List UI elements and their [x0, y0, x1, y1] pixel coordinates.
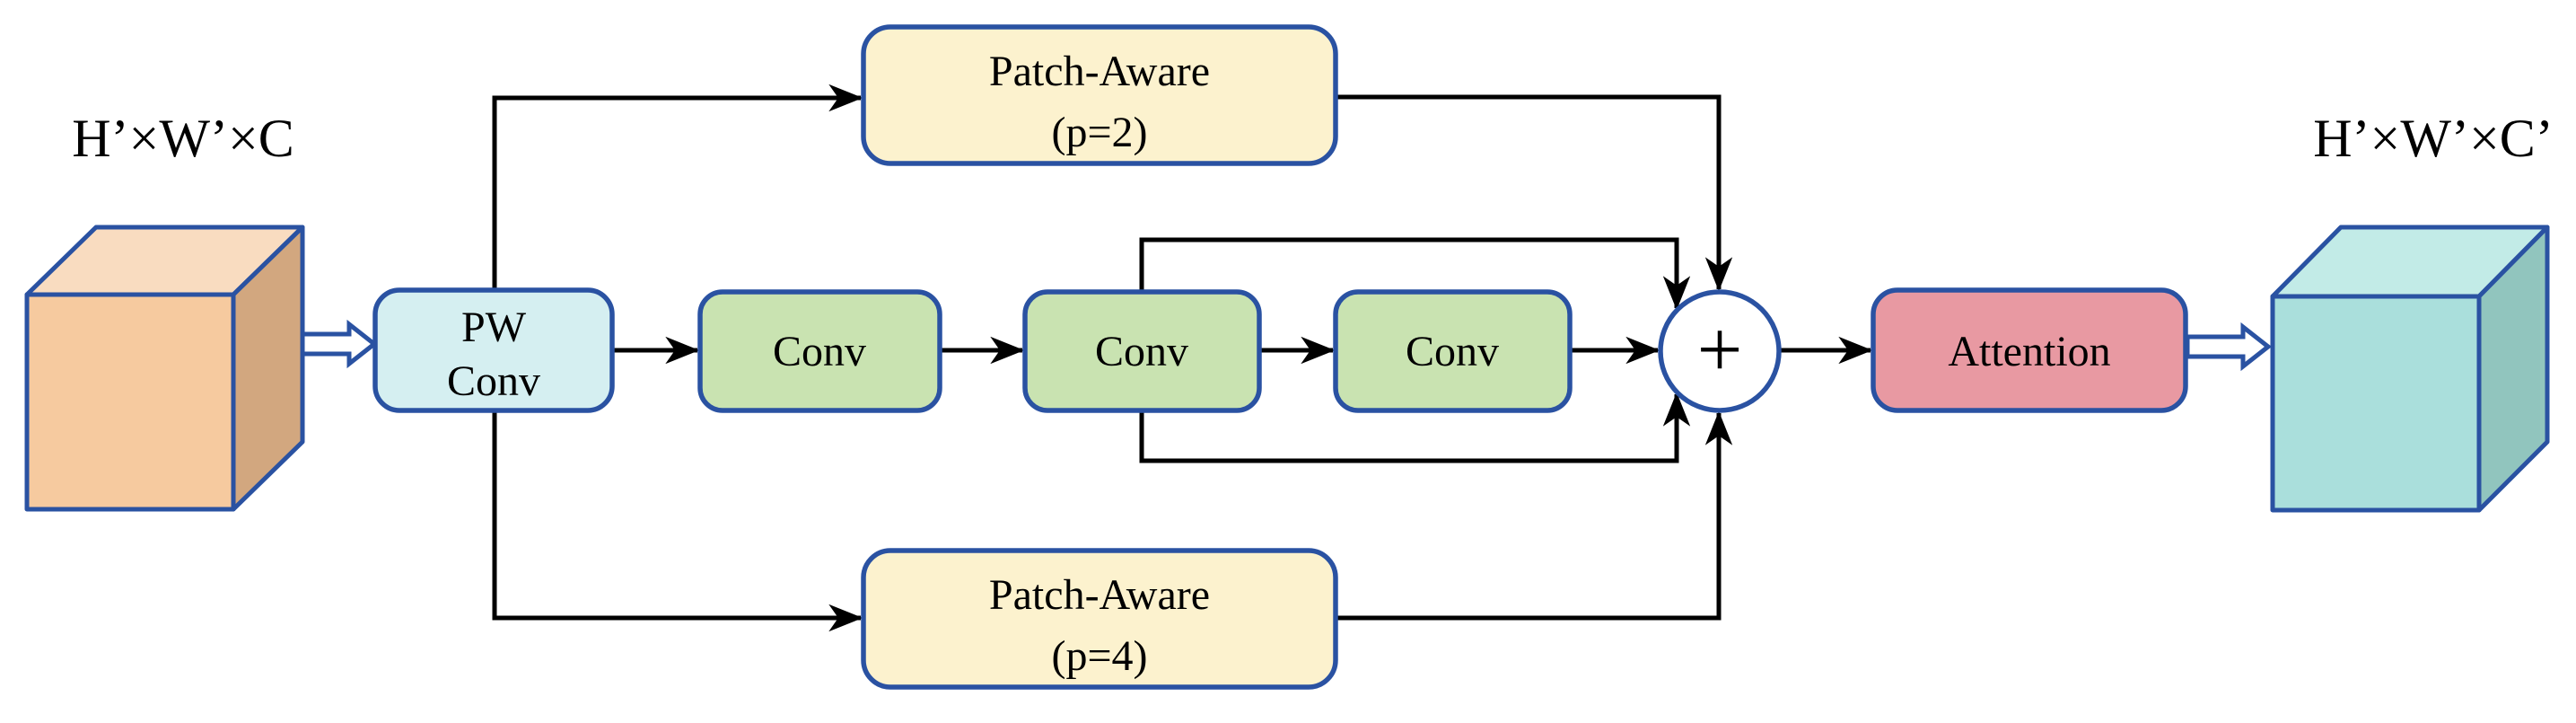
patch-aware-p4-label-line1: Patch-Aware [989, 571, 1210, 619]
patch-aware-p2-label-line1: Patch-Aware [989, 48, 1210, 95]
pw-conv-label-line1: PW [461, 304, 527, 351]
output-tensor-label: H’×W’×C’ [2313, 109, 2554, 168]
branch-line-to-patch-p4 [492, 410, 863, 632]
conv3-node: Conv [1333, 289, 1573, 413]
attention-node: Attention [1871, 287, 2188, 413]
attention-label: Attention [1948, 328, 2110, 375]
conv1-label: Conv [773, 328, 866, 375]
pw-conv-box [372, 287, 615, 413]
patch-aware-p2-label-line2: (p=2) [1051, 109, 1147, 156]
conv2-box [1022, 289, 1262, 413]
skip-connection-bottom [1139, 392, 1691, 463]
patch-p4-output-line [1336, 410, 1733, 621]
sum-node: + [1658, 289, 1782, 413]
conv2-node: Conv [1022, 289, 1262, 413]
patch-p2-output-line [1336, 94, 1733, 292]
output-tensor-cube: H’×W’×C’ [2270, 109, 2554, 513]
sum-plus-symbol: + [1697, 305, 1743, 394]
input-tensor-label: H’×W’×C [72, 109, 294, 168]
patch-aware-p4-box [861, 548, 1338, 690]
patch-aware-p2-node: Patch-Aware (p=2) [861, 24, 1338, 166]
conv3-box [1333, 289, 1573, 413]
patch-aware-p4-label-line2: (p=4) [1051, 632, 1147, 680]
skip-connection-top [1139, 237, 1691, 311]
pw-conv-label-line2: Conv [447, 357, 540, 405]
output-cube-front-face [2270, 294, 2482, 513]
conv1-node: Conv [697, 289, 942, 413]
pw-conv-node: PW Conv [372, 287, 615, 413]
patch-aware-p2-box [861, 24, 1338, 166]
sum-circle [1658, 289, 1782, 413]
output-flow-arrow-icon [2185, 322, 2273, 372]
conv1-box [697, 289, 942, 413]
conv3-label: Conv [1406, 328, 1499, 375]
branch-line-to-patch-p2 [492, 84, 863, 290]
input-flow-arrow-icon [300, 319, 379, 369]
input-tensor-cube: H’×W’×C [24, 109, 305, 512]
conv2-label: Conv [1095, 328, 1188, 375]
patch-aware-p4-node: Patch-Aware (p=4) [861, 548, 1338, 690]
input-cube-front-face [24, 292, 236, 512]
